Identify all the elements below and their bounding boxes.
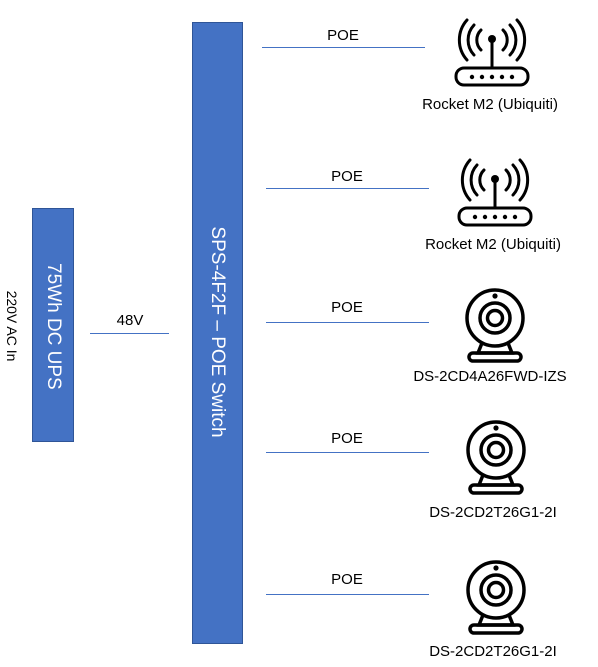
poe-line-4 [266, 452, 429, 453]
device-label-4: DS-2CD2T26G1-2I [429, 504, 557, 521]
ups-to-switch-line [90, 333, 169, 334]
poe-line-3 [266, 322, 429, 323]
poe-switch-box [192, 22, 243, 644]
device-label-2: Rocket M2 (Ubiquiti) [425, 236, 561, 253]
ac-input-label: 220V AC In [4, 290, 20, 362]
device-label-3: DS-2CD4A26FWD-IZS [413, 368, 567, 385]
poe-line-5 [266, 594, 429, 595]
ups-box [32, 208, 74, 442]
device-label-5: DS-2CD2T26G1-2I [429, 643, 557, 660]
poe-switch-label: SPS-4F2F – POE Switch [207, 226, 228, 438]
poe-label-2: POE [331, 168, 363, 185]
webcam-icon [466, 560, 526, 635]
webcam-icon [465, 288, 525, 363]
router-icon [457, 158, 533, 227]
poe-label-1: POE [327, 27, 359, 44]
poe-label-4: POE [331, 430, 363, 447]
webcam-icon [466, 420, 526, 495]
ups-label: 75Wh DC UPS [43, 263, 64, 390]
device-label-1: Rocket M2 (Ubiquiti) [422, 96, 558, 113]
poe-line-1 [262, 47, 425, 48]
poe-label-3: POE [331, 299, 363, 316]
poe-line-2 [266, 188, 429, 189]
poe-label-5: POE [331, 571, 363, 588]
router-icon [454, 18, 530, 87]
ups-link-label: 48V [116, 312, 144, 329]
